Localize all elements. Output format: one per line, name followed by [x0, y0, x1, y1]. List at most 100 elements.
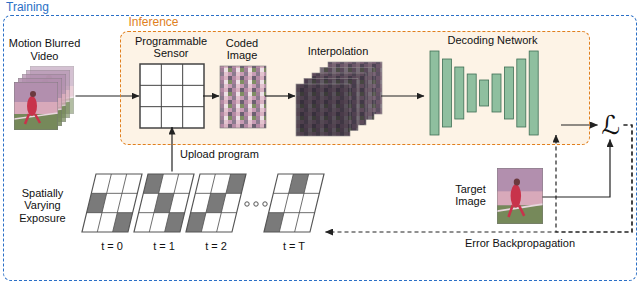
edge-label: Error Backpropagation — [463, 237, 577, 250]
text-slot: ℒ — [601, 112, 620, 138]
exposure-grids — [82, 174, 324, 232]
target-frame — [497, 168, 543, 224]
node-title: Coded Image — [214, 37, 270, 62]
node-title: Interpolation — [293, 45, 383, 58]
art-part — [480, 80, 489, 106]
time-label-slot: t = 0 — [99, 240, 125, 253]
coded-image: Coded Image — [219, 65, 265, 127]
art-part — [14, 82, 58, 130]
text-slot: Spatially Varying Exposure — [10, 187, 76, 225]
flow-arrow — [543, 140, 611, 198]
art-part — [87, 193, 107, 212]
text-slot: Training — [6, 1, 49, 14]
text-slot: Coded Image — [214, 37, 270, 62]
art-part — [497, 168, 543, 224]
art-part — [264, 213, 284, 232]
node-title: Motion Blurred Video — [7, 37, 83, 62]
time-label: t = 0 — [99, 240, 125, 253]
video-stack: Motion Blurred Video — [14, 66, 76, 130]
art-part — [442, 59, 451, 127]
inference-region: Programmable SensorCoded ImageInterpolat… — [120, 31, 590, 145]
art-part — [113, 213, 133, 232]
flow-arrow — [265, 95, 295, 96]
art-part — [220, 66, 266, 128]
art-part — [517, 59, 526, 127]
art-part — [140, 64, 204, 128]
node-title: Decoding Network — [431, 34, 555, 47]
art-part — [264, 174, 324, 232]
sensor-grid: Programmable Sensor — [139, 63, 203, 127]
art-part — [154, 193, 174, 212]
time-label-slot: t = 2 — [203, 240, 229, 253]
flow-arrow — [76, 95, 140, 96]
art-part — [296, 84, 350, 136]
art-part — [143, 174, 163, 193]
time-label: t = 1 — [151, 240, 177, 253]
art-part — [82, 174, 142, 232]
text-slot: Interpolation — [293, 45, 383, 58]
art-part — [186, 213, 206, 232]
art-part — [134, 174, 194, 232]
node-title: Target Image — [449, 183, 493, 208]
node-title: Spatially Varying Exposure — [10, 187, 76, 225]
flow-arrow — [203, 95, 219, 96]
art-part — [206, 193, 226, 212]
text-slot: Motion Blurred Video — [7, 37, 83, 62]
backprop-arrow — [326, 125, 633, 232]
time-label-slot: t = T — [281, 240, 307, 253]
node-title: Inference — [129, 16, 179, 29]
time-label: t = 2 — [203, 240, 229, 253]
art-part — [245, 202, 267, 206]
decoding-network: Decoding Network — [424, 49, 561, 135]
art-part — [140, 64, 204, 128]
edge-label-slot: Upload program — [178, 148, 261, 161]
text-slot: Target Image — [449, 183, 493, 208]
loss-symbol-text: ℒ — [601, 112, 620, 138]
art-part — [134, 174, 194, 232]
art-part — [289, 174, 309, 193]
art-part — [186, 174, 246, 232]
art-part — [467, 74, 476, 112]
art-part — [504, 67, 513, 119]
art-part — [430, 51, 439, 135]
interpolated-frames — [296, 62, 382, 136]
time-label: t = T — [281, 240, 307, 253]
art-part — [82, 174, 142, 232]
art-part — [186, 174, 246, 232]
art-part — [529, 51, 538, 135]
art-part — [165, 213, 185, 232]
interpolation-stack: Interpolation — [295, 61, 381, 135]
node-title: Programmable Sensor — [131, 35, 211, 60]
text-slot: Inference — [129, 16, 179, 29]
edge-label: Upload program — [178, 148, 261, 161]
flow-arrow — [381, 95, 424, 96]
node-title: Training — [6, 1, 49, 14]
video-frames — [14, 66, 74, 130]
art-part — [226, 174, 246, 193]
sensor-grid — [140, 64, 204, 128]
coded-image — [220, 66, 266, 128]
art-part — [82, 174, 142, 232]
art-part — [134, 174, 194, 232]
text-slot: Programmable Sensor — [131, 35, 211, 60]
art-part — [455, 67, 464, 119]
flow-arrow — [171, 127, 172, 172]
text-slot: Decoding Network — [431, 34, 555, 47]
art-part — [254, 202, 258, 206]
art-part — [263, 202, 267, 206]
art-part — [296, 84, 350, 136]
exposure-patterns: Spatially Varying Exposure — [80, 172, 326, 240]
art-part — [264, 174, 324, 232]
art-part — [264, 174, 324, 232]
target-image: Target Image — [497, 168, 543, 224]
flow-arrow — [561, 124, 598, 125]
inference-ground — [120, 31, 590, 145]
network-layers — [430, 51, 538, 135]
edge-label-slot: Error Backpropagation — [463, 237, 577, 250]
art-part — [245, 202, 249, 206]
loss-symbol: ℒ — [598, 110, 624, 140]
art-part — [492, 74, 501, 112]
time-label-slot: t = 1 — [151, 240, 177, 253]
art-part — [186, 174, 246, 232]
backprop-arrow — [556, 125, 632, 232]
